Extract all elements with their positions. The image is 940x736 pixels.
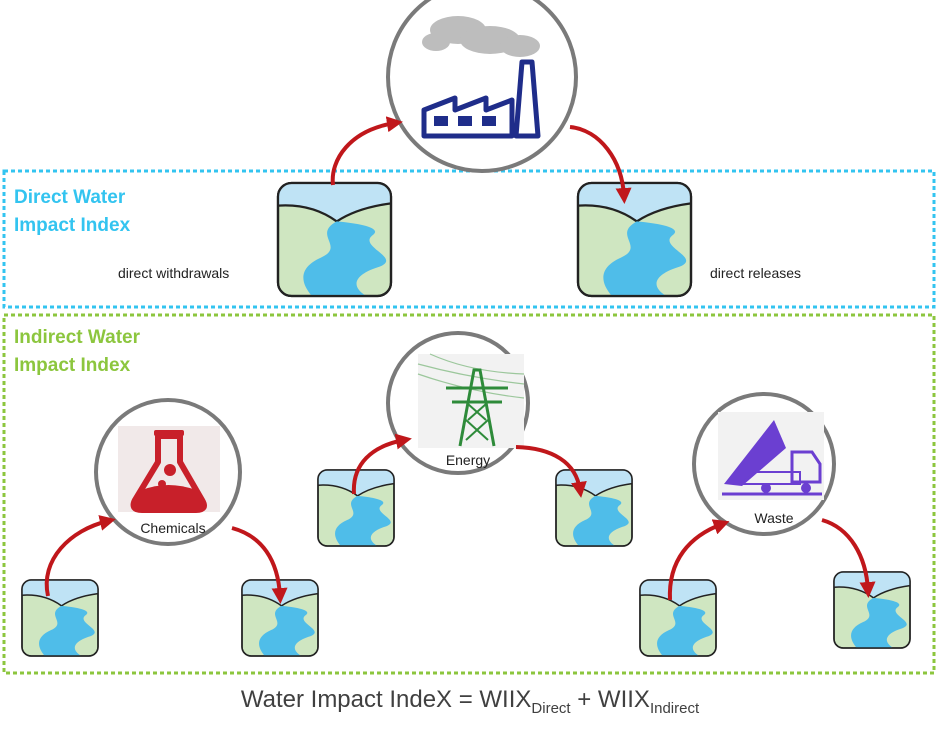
direct-withdrawals-water-icon <box>276 181 393 298</box>
formula-direct-subscript: Direct <box>531 699 571 717</box>
direct-index-title-line2: Impact Index <box>14 215 131 236</box>
dump-truck-icon <box>718 412 824 500</box>
chemicals-input-water-icon <box>21 579 99 657</box>
energy-withdrawal-arrow <box>351 433 412 495</box>
direct-index-title: Direct Water Impact Index <box>14 184 130 240</box>
waste-release-arrow <box>821 518 876 598</box>
power-tower-icon <box>417 353 525 448</box>
chemicals-label: Chemicals <box>140 520 206 536</box>
energy-node <box>386 331 530 475</box>
chemicals-withdrawal-arrow <box>44 515 116 597</box>
waste-output-water-icon <box>833 571 911 649</box>
water-impact-formula: Water Impact IndeX = WIIXDirect + WIIXIn… <box>0 686 940 717</box>
indirect-index-box <box>2 313 936 675</box>
factory-node <box>386 0 578 173</box>
direct-index-title-line1: Direct Water <box>14 187 126 208</box>
energy-output-water-icon <box>555 469 633 547</box>
direct-index-box <box>2 169 936 309</box>
chemicals-node <box>94 398 242 546</box>
waste-withdrawal-arrow <box>667 519 730 601</box>
direct-releases-label: direct releases <box>710 265 802 281</box>
formula-plus: + WIIX <box>570 686 650 713</box>
release-arrow <box>569 125 632 204</box>
direct-releases-water-icon <box>576 181 693 298</box>
direct-withdrawals-label: direct withdrawals <box>118 265 230 281</box>
indirect-index-title-line1: Indirect Water <box>14 327 140 348</box>
waste-node <box>692 392 836 536</box>
energy-release-arrow <box>515 445 587 498</box>
factory-icon <box>421 16 541 139</box>
indirect-index-title-line2: Impact Index <box>14 355 131 376</box>
energy-label: Energy <box>445 452 491 468</box>
indirect-index-title: Indirect Water Impact Index <box>14 324 140 380</box>
formula-indirect-subscript: Indirect <box>649 699 700 717</box>
formula-lhs: Water Impact IndeX = WIIX <box>240 686 532 713</box>
chemicals-release-arrow <box>231 526 288 604</box>
flask-icon <box>118 426 220 513</box>
waste-label: Waste <box>754 510 794 526</box>
withdrawal-arrow <box>330 116 403 186</box>
waste-input-water-icon <box>639 579 717 657</box>
